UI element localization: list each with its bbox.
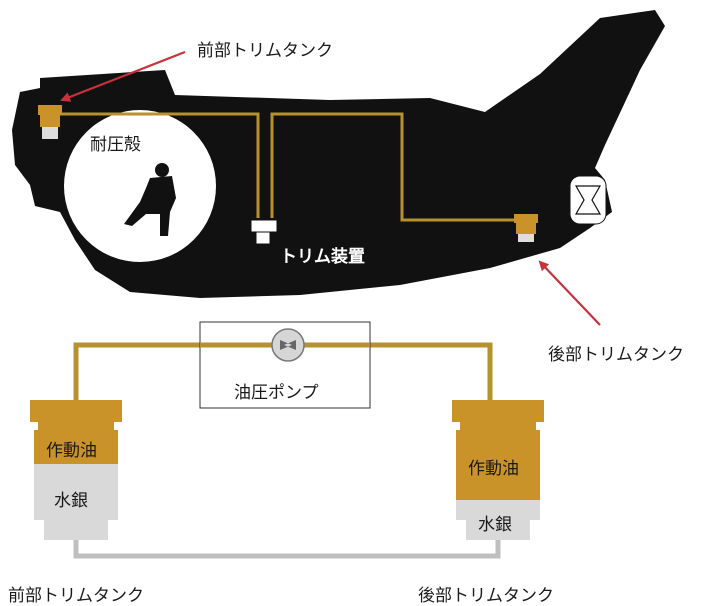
- front-tank-cap: [30, 400, 122, 422]
- rear-tank-mercury: [456, 500, 540, 520]
- rear-tank-oil: [456, 430, 540, 500]
- rear-trim-tank-icon: [514, 214, 538, 223]
- front-trim-tank-label-top: 前部トリムタンク: [197, 41, 333, 61]
- rear-tank-cap: [452, 400, 544, 422]
- front-tank-mercury-label: 水銀: [54, 491, 88, 511]
- front-tank-neck: [38, 422, 114, 430]
- front-tank-oil-label: 作動油: [46, 441, 97, 461]
- front-trim-tank-icon: [42, 127, 58, 139]
- front-tank-caption: 前部トリムタンク: [8, 586, 144, 606]
- submarine-pipe: [58, 112, 260, 218]
- trim-device-label: トリム装置: [280, 247, 365, 267]
- stern-rudder: [569, 175, 607, 225]
- front-tank-mercury: [34, 464, 118, 520]
- rear-tank-arrow: [538, 260, 601, 326]
- schematic-mercury-pipe: [73, 540, 501, 559]
- rear-tank-oil-label: 作動油: [468, 459, 519, 479]
- rear-trim-tank-icon: [518, 234, 534, 242]
- submarine-pipe: [270, 112, 526, 222]
- rear-tank-mercury-label: 水銀: [478, 515, 512, 535]
- trim-device-icon: [250, 219, 278, 233]
- rear-trim-tank-icon: [516, 223, 536, 234]
- pump-icon: [271, 328, 305, 362]
- front-tank-base: [44, 520, 108, 540]
- rear-trim-tank-label-top: 後部トリムタンク: [548, 345, 684, 365]
- crew-member-icon: [124, 163, 176, 236]
- pressure-hull-label: 耐圧殻: [90, 135, 141, 155]
- pump-label: 油圧ポンプ: [234, 383, 319, 403]
- front-tank-oil: [34, 430, 118, 464]
- front-trim-tank-icon: [38, 105, 62, 115]
- rear-tank-caption: 後部トリムタンク: [418, 586, 554, 606]
- stern-propeller-icon: [574, 185, 602, 215]
- front-tank-arrow: [60, 50, 186, 102]
- rear-tank-neck: [460, 422, 536, 430]
- rear-tank-base: [466, 520, 530, 540]
- pump-icon: [280, 340, 296, 350]
- trim-device-icon: [255, 231, 271, 245]
- pressure-hull-circle: [64, 110, 216, 262]
- front-trim-tank-icon: [40, 115, 60, 127]
